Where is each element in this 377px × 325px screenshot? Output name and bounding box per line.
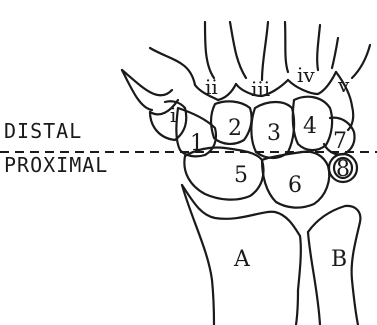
carpal-2-label: 2	[228, 116, 242, 141]
metacarpal-ii-shaft	[150, 48, 195, 85]
metacarpal-ii-label: ii	[205, 75, 218, 99]
ulna-label: B	[331, 247, 347, 272]
carpals-proximal-row	[184, 147, 357, 207]
metacarpal-shafts	[122, 22, 370, 114]
proximal-label: PROXIMAL	[4, 153, 108, 177]
carpal-5-label: 5	[234, 163, 248, 188]
carpal-7-label: 7	[333, 129, 347, 154]
metacarpal-iv-label: iv	[297, 63, 315, 87]
metacarpal-v-shaft	[332, 38, 338, 68]
distal-label: DISTAL	[4, 119, 82, 143]
metacarpal-iii-shaft	[230, 22, 246, 78]
metacarpal-iii-label: iii	[251, 77, 270, 101]
carpal-3-label: 3	[267, 121, 281, 146]
metacarpal-iv-shaft	[285, 22, 288, 72]
carpal-8-label: 8	[336, 157, 350, 182]
metacarpal-v-label: v	[337, 73, 350, 97]
metacarpal-i-label: i	[170, 103, 176, 127]
carpal-1-label: 1	[190, 131, 204, 156]
carpal-4-label: 4	[303, 114, 317, 139]
carpal-6-label: 6	[288, 173, 302, 198]
radius-label: A	[233, 247, 251, 272]
